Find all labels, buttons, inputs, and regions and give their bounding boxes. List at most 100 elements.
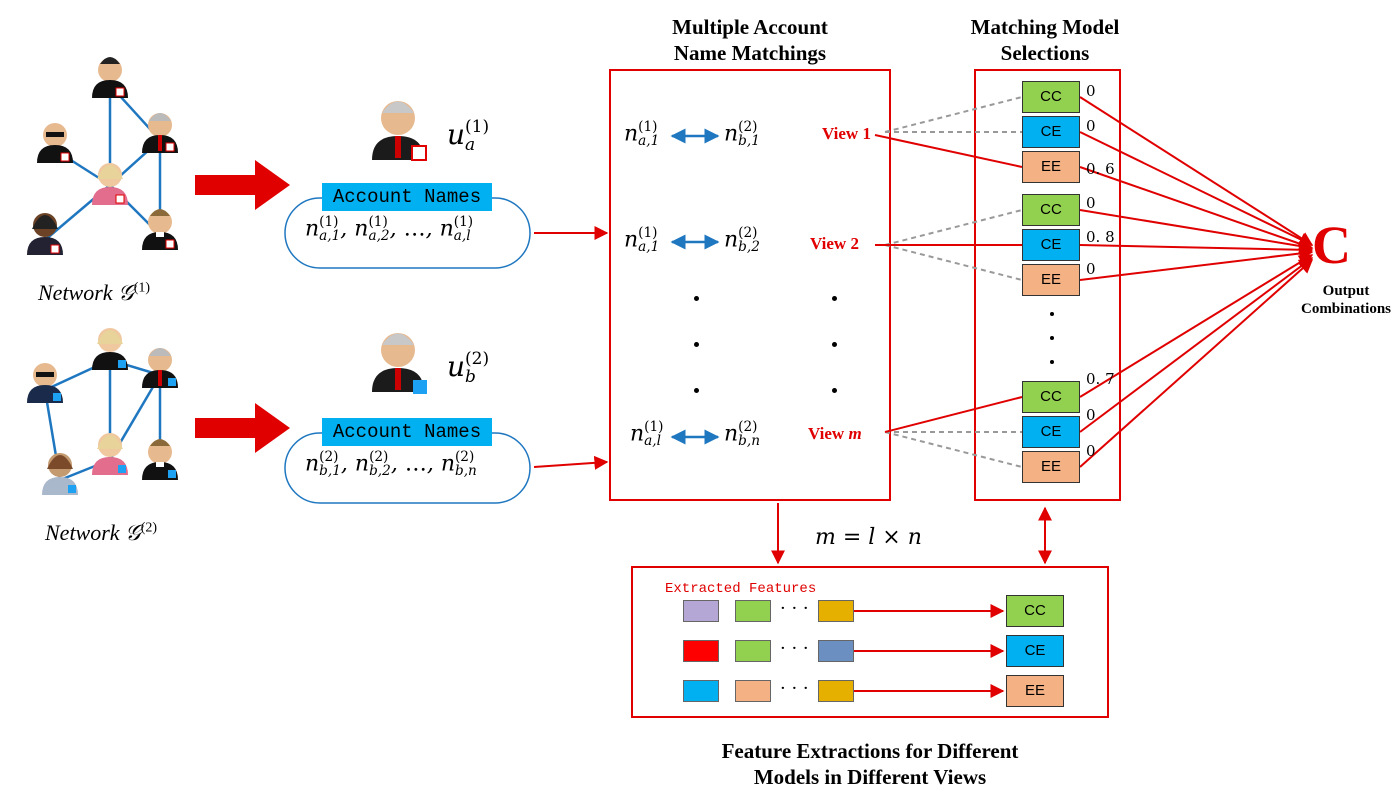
weight-vm-ce: 0 xyxy=(1086,406,1096,424)
model-ce-view-1: CE xyxy=(1022,116,1080,148)
user-b-sub: b xyxy=(465,366,476,387)
feature-model-cc: CC xyxy=(1006,595,1064,627)
selections-title: Matching Model Selections xyxy=(945,14,1145,67)
account-names-badge-1: Account Names xyxy=(322,183,492,211)
features-title-line2: Models in Different Views xyxy=(753,765,987,790)
feature-box xyxy=(818,600,854,622)
v2-rsub: b,2 xyxy=(738,239,760,256)
nl1-sub3: a,l xyxy=(453,228,471,245)
matchings-title-line2: Name Matchings xyxy=(673,41,827,66)
nl2-n2: n xyxy=(354,451,370,477)
user-a-sub: a xyxy=(465,134,476,155)
dot xyxy=(832,388,837,393)
user-a-symbol: u(1)a xyxy=(447,118,489,154)
dot xyxy=(694,388,699,393)
nl2-sup3: (2) xyxy=(454,449,475,465)
big-arrow-1 xyxy=(195,160,290,210)
nl1-sup2: (1) xyxy=(368,214,388,230)
view-m-label: View m xyxy=(808,424,862,444)
name-list-1: n(1)a,1, n(1)a,2, …, n(1)a,l xyxy=(305,214,474,245)
weight-v1-ce: 0 xyxy=(1086,117,1096,135)
output-label: Output Combinations xyxy=(1296,282,1396,318)
nl2-ellipsis: … xyxy=(404,451,427,477)
view-2-right: n(2)b,2 xyxy=(724,225,760,256)
feature-ellipsis: · · · xyxy=(780,678,809,699)
user-b-symbol: u(2)b xyxy=(447,350,489,386)
extracted-features-label: Extracted Features xyxy=(665,581,817,597)
feature-ellipsis: · · · xyxy=(780,638,809,659)
vm-lsup: (1) xyxy=(644,419,664,435)
dot xyxy=(694,342,699,347)
user-b-letter: u xyxy=(447,350,466,383)
nl1-sup1: (1) xyxy=(319,214,339,230)
nl1-sup3: (1) xyxy=(453,214,474,230)
model-ce-view-2: CE xyxy=(1022,229,1080,261)
view-m-var: m xyxy=(848,424,862,443)
model-cc-view-m: CC xyxy=(1022,381,1080,413)
dot xyxy=(832,296,837,301)
nl1-n1: n xyxy=(305,216,320,242)
feature-box xyxy=(683,680,719,702)
user-a-sup: (1) xyxy=(465,116,490,137)
nl2-sub2: b,2 xyxy=(369,463,391,480)
weight-v1-ee: 0. 6 xyxy=(1086,160,1115,178)
view-m-right: n(2)b,n xyxy=(724,419,760,450)
vm-rsub: b,n xyxy=(738,433,760,450)
nl2-n1: n xyxy=(305,451,320,477)
nl1-sub2: a,2 xyxy=(368,228,390,245)
model-ee-view-1: EE xyxy=(1022,151,1080,183)
v2-rsup: (2) xyxy=(738,225,758,241)
network-1-sup: (1) xyxy=(133,280,151,296)
features-box xyxy=(631,566,1109,718)
matchings-box xyxy=(609,69,891,501)
weight-v2-ce: 0. 8 xyxy=(1086,228,1115,246)
nl2-sub3: b,n xyxy=(454,463,477,480)
feature-box xyxy=(683,600,719,622)
dot xyxy=(1050,312,1054,316)
view-1-label: View 1 xyxy=(822,124,871,143)
user-b-sup: (2) xyxy=(465,348,490,369)
nl2-sub1: b,1 xyxy=(319,463,341,480)
network-2-people xyxy=(27,328,178,495)
dot xyxy=(694,296,699,301)
weight-vm-ee: 0 xyxy=(1086,442,1096,460)
network-1-label: Network 𝒢(1) xyxy=(38,280,150,306)
account-names-badge-2: Account Names xyxy=(322,418,492,446)
view-2-label: View 2 xyxy=(810,234,859,253)
nl1-ellipsis: … xyxy=(403,216,426,242)
features-title: Feature Extractions for Different Models… xyxy=(650,738,1090,791)
user-a-avatar xyxy=(372,101,427,161)
network-1-people xyxy=(27,57,178,255)
name-list-2: n(2)b,1, n(2)b,2, …, n(2)b,n xyxy=(305,449,477,480)
selections-box xyxy=(974,69,1121,501)
v2-lsub: a,1 xyxy=(638,239,660,256)
nl1-sub1: a,1 xyxy=(319,228,341,245)
feature-ellipsis: · · · xyxy=(780,598,809,619)
model-ee-view-2: EE xyxy=(1022,264,1080,296)
model-cc-view-1: CC xyxy=(1022,81,1080,113)
network-2-label: Network 𝒢(2) xyxy=(45,520,157,546)
feature-box xyxy=(735,680,771,702)
weight-v2-cc: 0 xyxy=(1086,194,1096,212)
network-2-name: Network 𝒢 xyxy=(45,520,141,545)
feature-box xyxy=(818,680,854,702)
user-b-avatar xyxy=(372,333,427,394)
v1-lsup: (1) xyxy=(638,119,658,135)
view-1-right: n(2)b,1 xyxy=(724,119,760,150)
selections-title-line2: Selections xyxy=(1000,41,1090,66)
nl1-n2: n xyxy=(354,216,369,242)
nl2-sup1: (2) xyxy=(319,449,339,465)
view-m-left: n(1)a,l xyxy=(630,419,664,450)
matchings-title: Multiple Account Name Matchings xyxy=(615,14,885,67)
vm-rsup: (2) xyxy=(738,419,758,435)
view-1-left: n(1)a,1 xyxy=(624,119,660,150)
model-ee-view-m: EE xyxy=(1022,451,1080,483)
v1-rsup: (2) xyxy=(738,119,758,135)
weight-v2-ee: 0 xyxy=(1086,260,1096,278)
dot xyxy=(1050,360,1054,364)
v1-lsub: a,1 xyxy=(638,133,660,150)
view-2-left: n(1)a,1 xyxy=(624,225,660,256)
nl2-sup2: (2) xyxy=(369,449,389,465)
